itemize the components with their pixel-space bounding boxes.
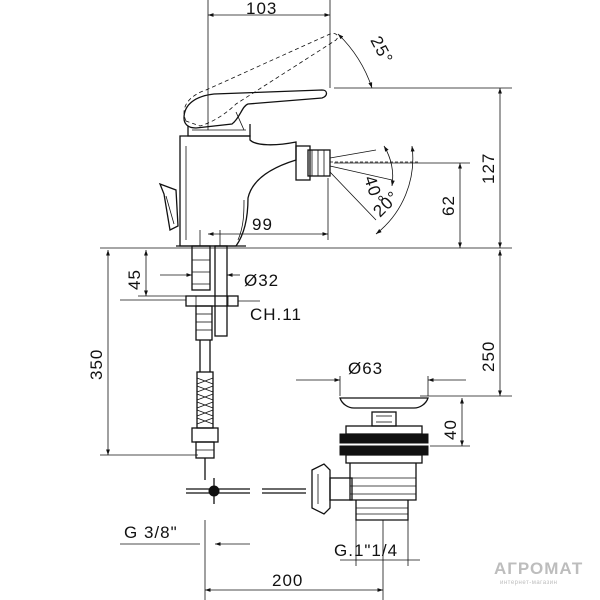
dim-shank-diameter: Ø32 xyxy=(244,271,279,290)
dim-width-top: 103 xyxy=(246,0,277,18)
dim-spout-reach: 99 xyxy=(252,215,273,234)
dim-hose-length: 350 xyxy=(87,349,106,380)
dim-waste-height: 40 xyxy=(441,419,460,440)
dimension-lines xyxy=(100,0,512,600)
pop-up-waste xyxy=(311,397,429,521)
watermark-brand: АГРОМАТ xyxy=(494,559,583,578)
dim-height-127: 127 xyxy=(479,153,498,184)
watermark-tagline: интернет-магазин xyxy=(500,580,557,586)
dim-waste-diameter: Ø63 xyxy=(348,359,383,378)
dim-lever-angle: 25° xyxy=(366,33,396,67)
dim-height-62: 62 xyxy=(439,195,458,216)
dim-waste-thread: G.1"1/4 xyxy=(334,541,398,560)
dim-inlet-thread: G 3/8" xyxy=(124,523,178,542)
dim-drain-depth: 250 xyxy=(479,341,498,372)
faucet-body xyxy=(158,33,418,247)
shank-and-hose xyxy=(185,230,306,504)
dim-nut-size: CH.11 xyxy=(250,305,302,324)
dim-overall-width: 200 xyxy=(272,571,303,590)
dim-shank-45: 45 xyxy=(125,269,144,290)
watermark: АГРОМАТ интернет-магазин xyxy=(494,559,583,586)
